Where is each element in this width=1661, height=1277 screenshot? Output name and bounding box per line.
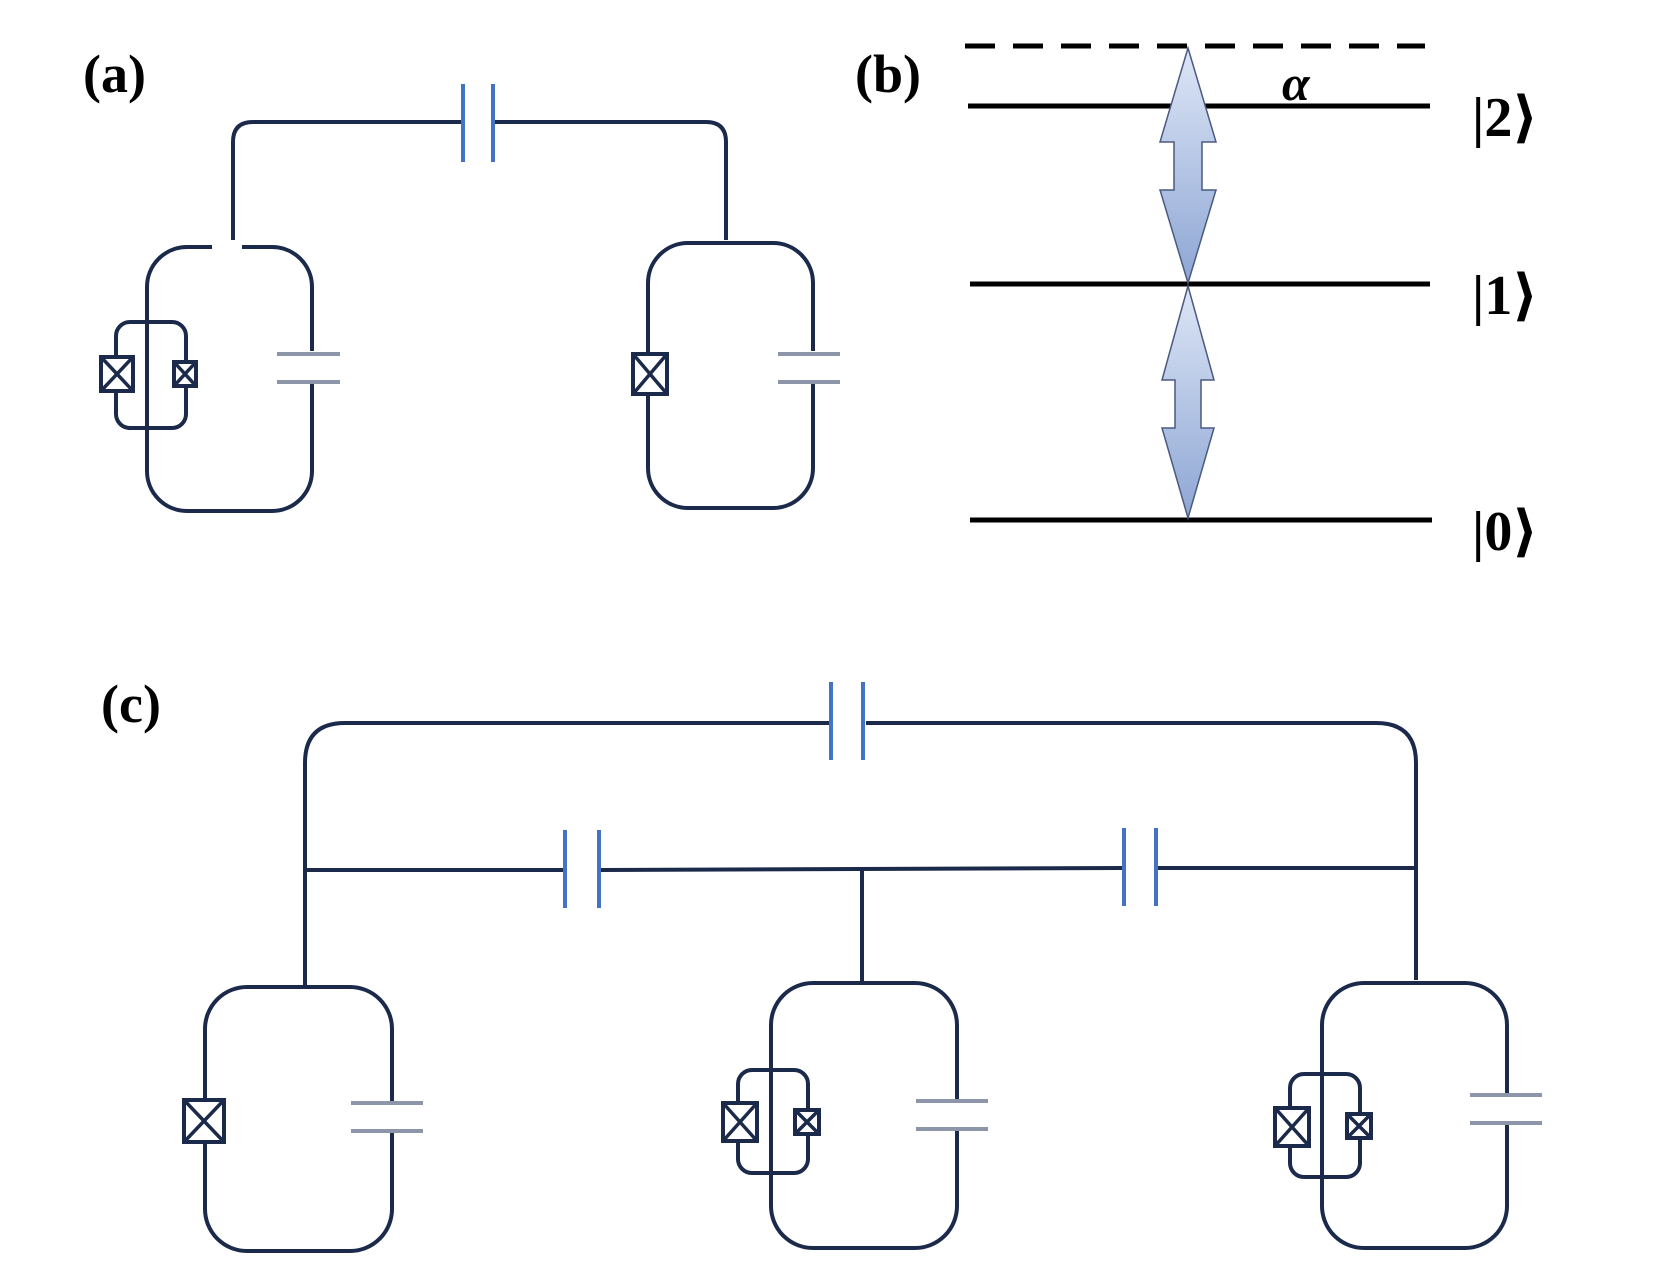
double-arrow-icon [1158, 45, 1218, 286]
coupling-wire-left [231, 120, 461, 240]
ket-2-label: |2⟩ [1472, 87, 1538, 149]
ket-0-label: |0⟩ [1472, 501, 1538, 563]
josephson-junction-small-icon [172, 360, 198, 388]
ket-1-label: |1⟩ [1472, 265, 1538, 327]
panel-b: (b) α |2⟩ |1⟩ |0⟩ [855, 43, 1538, 563]
coupling-capacitor-icon [461, 84, 495, 162]
coupling-wire-right [493, 120, 728, 240]
panel-c: (c) [101, 674, 1542, 1253]
josephson-junction-icon [182, 1098, 226, 1144]
transmon-c-1 [182, 985, 423, 1253]
shunt-capacitor-icon [916, 1099, 988, 1131]
josephson-junction-small-icon [1345, 1112, 1373, 1140]
capacitor-icon [1122, 828, 1158, 906]
transmon-loop [646, 241, 815, 510]
josephson-junction-small-icon [793, 1108, 821, 1136]
shunt-capacitor-icon [277, 352, 340, 384]
shunt-capacitor-icon [351, 1101, 423, 1133]
transmon-loop [145, 245, 314, 513]
outer-bus-left [303, 721, 829, 985]
transmon-loop [203, 985, 394, 1253]
double-arrow-icon [1161, 283, 1215, 521]
josephson-junction-icon [631, 352, 669, 396]
panel-b-label: (b) [855, 44, 921, 104]
anharmonicity-label: α [1282, 55, 1311, 111]
inner-bus-middle [600, 866, 1123, 872]
transmon-a-right [631, 241, 840, 510]
shunt-capacitor-icon [1470, 1093, 1542, 1125]
josephson-junction-icon [1273, 1106, 1311, 1148]
panel-c-label: (c) [101, 674, 161, 734]
panel-a: (a) [83, 44, 840, 513]
josephson-junction-icon [99, 355, 135, 393]
transmon-a-left [99, 240, 340, 513]
transmon-c-3 [1273, 981, 1542, 1250]
outer-bus-right [866, 721, 1418, 980]
shunt-capacitor-icon [778, 352, 840, 384]
capacitor-icon [829, 682, 865, 760]
transmon-c-2 [721, 981, 988, 1250]
capacitor-icon [563, 830, 601, 908]
josephson-junction-icon [721, 1101, 759, 1143]
panel-a-label: (a) [83, 44, 146, 104]
